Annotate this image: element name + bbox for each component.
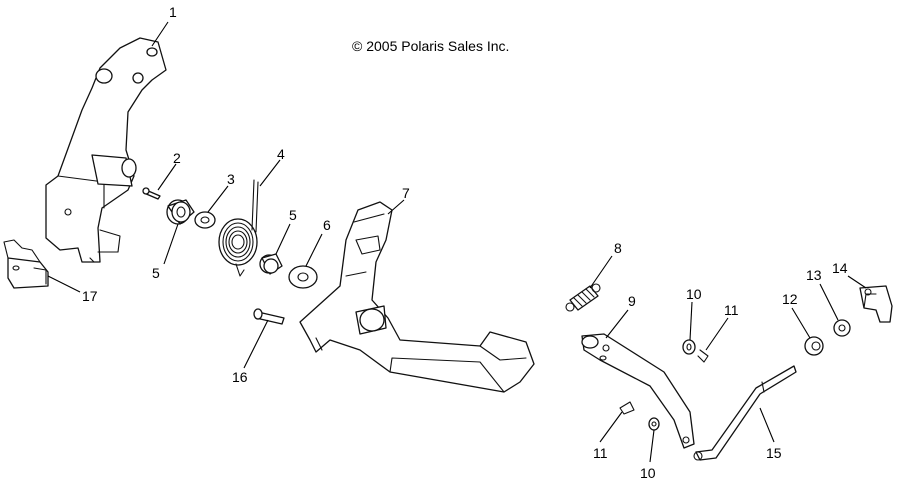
leader-10-bottom bbox=[649, 429, 655, 463]
copyright-notice: © 2005 Polaris Sales Inc. bbox=[352, 38, 509, 54]
leader-17 bbox=[47, 275, 81, 293]
part-13-nut bbox=[833, 319, 851, 337]
leader-lines bbox=[47, 21, 867, 463]
part-4-torsion-spring bbox=[218, 179, 259, 277]
callout-10-bottom: 10 bbox=[640, 465, 656, 481]
callouts: 1 2 3 4 5 5 6 7 8 9 10 11 11 10 12 13 14… bbox=[82, 4, 848, 481]
callout-3: 3 bbox=[227, 171, 235, 187]
part-9-lever bbox=[581, 333, 695, 449]
callout-10-top: 10 bbox=[686, 286, 702, 302]
part-10-nut-top bbox=[682, 339, 696, 355]
leader-1 bbox=[151, 21, 169, 47]
leader-13 bbox=[819, 283, 839, 321]
leader-3 bbox=[207, 185, 229, 213]
callout-5-left: 5 bbox=[152, 265, 160, 281]
leader-16 bbox=[243, 319, 269, 369]
part-14-bracket bbox=[859, 285, 893, 323]
leader-5-right bbox=[275, 223, 291, 255]
part-12-bushing bbox=[804, 336, 824, 356]
callout-8: 8 bbox=[614, 240, 622, 256]
part-8-extension-spring bbox=[565, 283, 601, 312]
leader-7 bbox=[387, 199, 405, 215]
callout-11-bottom: 11 bbox=[593, 445, 608, 461]
part-6-washer bbox=[288, 265, 318, 289]
callout-12: 12 bbox=[782, 291, 798, 307]
leader-2 bbox=[157, 163, 177, 191]
part-1-bracket bbox=[45, 37, 167, 263]
part-2-pin bbox=[142, 187, 161, 200]
part-5-bushing-right bbox=[259, 253, 283, 275]
callout-14: 14 bbox=[832, 260, 848, 276]
part-5-bushing-left bbox=[166, 199, 195, 225]
leader-5-left bbox=[163, 223, 179, 265]
callout-6: 6 bbox=[323, 217, 331, 233]
callout-11-top: 11 bbox=[724, 302, 739, 318]
part-11-clip-bottom bbox=[619, 401, 635, 415]
part-10-nut-bottom bbox=[648, 417, 660, 431]
leader-14 bbox=[847, 275, 867, 289]
callout-4: 4 bbox=[277, 146, 285, 162]
callout-17: 17 bbox=[82, 288, 98, 304]
leader-10-top bbox=[689, 301, 693, 341]
callout-2: 2 bbox=[173, 150, 181, 166]
callout-9: 9 bbox=[628, 293, 636, 309]
part-17-switch bbox=[3, 239, 49, 289]
leader-6 bbox=[305, 233, 323, 267]
part-15-rod bbox=[693, 365, 797, 461]
part-7-brake-pedal bbox=[299, 201, 535, 393]
callout-13: 13 bbox=[806, 267, 822, 283]
leader-9 bbox=[605, 309, 629, 339]
callout-1: 1 bbox=[169, 4, 177, 20]
leader-11-bottom bbox=[599, 411, 623, 443]
leader-8 bbox=[589, 255, 613, 289]
part-16-pin bbox=[253, 308, 285, 325]
callout-5-right: 5 bbox=[289, 207, 297, 223]
leader-15 bbox=[759, 407, 775, 443]
callout-16: 16 bbox=[232, 369, 248, 385]
part-11-clip-top bbox=[697, 349, 709, 363]
leader-12 bbox=[791, 307, 811, 339]
callout-15: 15 bbox=[766, 445, 782, 461]
part-3-washer bbox=[194, 211, 216, 229]
leader-11-top bbox=[705, 317, 729, 351]
leader-4 bbox=[259, 159, 281, 187]
callout-7: 7 bbox=[402, 185, 410, 201]
